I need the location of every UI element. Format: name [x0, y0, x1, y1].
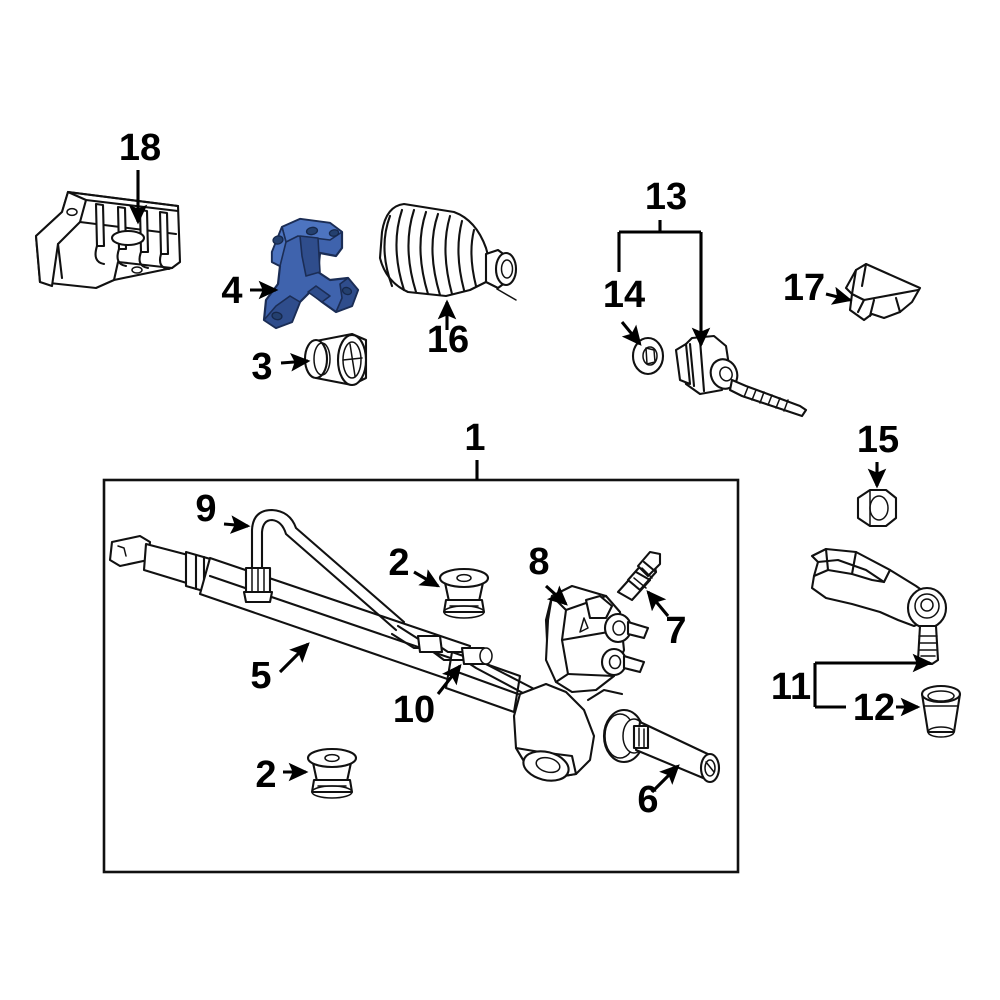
- callout-label-17: 17: [783, 267, 825, 309]
- callout-14[interactable]: 14: [603, 274, 645, 346]
- callout-label-7: 7: [665, 610, 686, 652]
- part-14-tie-rod-washer: [631, 336, 665, 376]
- part-7-pinion-input-shaft: [616, 550, 662, 602]
- callout-13[interactable]: 13: [617, 176, 711, 348]
- callout-12[interactable]: 12: [853, 687, 921, 729]
- callout-label-5: 5: [250, 655, 271, 697]
- part-15-castle-nut: [856, 488, 898, 528]
- callout-label-10: 10: [393, 689, 435, 731]
- callout-10[interactable]: 10: [393, 664, 462, 731]
- callout-1[interactable]: 1: [464, 417, 486, 480]
- callout-6[interactable]: 6: [637, 764, 680, 821]
- part-13-inner-tie-rod: [674, 334, 808, 418]
- callout-label-18: 18: [119, 127, 161, 169]
- part-2-mounting-bushing-upper: [438, 567, 490, 619]
- part-2-mounting-bushing-lower: [306, 747, 358, 799]
- callout-label-6: 6: [637, 779, 658, 821]
- callout-17[interactable]: 17: [783, 267, 853, 309]
- callout-label-14: 14: [603, 274, 645, 316]
- part-12-tie-rod-dust-boot: [920, 684, 962, 738]
- callout-label-4: 4: [221, 270, 242, 312]
- callout-9[interactable]: 9: [195, 488, 251, 534]
- callout-label-12: 12: [853, 687, 895, 729]
- callout-label-8: 8: [528, 541, 549, 583]
- callout-2-lower[interactable]: 2: [255, 754, 309, 796]
- assembly-group-box: [102, 478, 740, 874]
- callout-label-3: 3: [251, 346, 272, 388]
- part-6-rack-end-shaft: [512, 682, 721, 784]
- part-10-hydraulic-return-tube: [390, 624, 542, 702]
- callout-label-15: 15: [857, 419, 899, 461]
- callout-16[interactable]: 16: [427, 299, 469, 361]
- callout-8[interactable]: 8: [528, 541, 568, 606]
- callout-7[interactable]: 7: [646, 590, 687, 652]
- part-4-steering-gear-bracket: [262, 217, 360, 330]
- part-16-bellows-boot: [378, 202, 518, 301]
- part-3-mounting-bushing: [303, 332, 368, 387]
- callout-label-16: 16: [427, 319, 469, 361]
- callout-11[interactable]: 11: [771, 653, 933, 709]
- part-8-control-valve-housing: [544, 584, 650, 694]
- callout-18[interactable]: 18: [119, 127, 161, 225]
- callout-2-upper[interactable]: 2: [388, 542, 441, 588]
- part-9-hydraulic-feed-line: [242, 508, 406, 632]
- part-11-outer-tie-rod-end: [810, 547, 948, 666]
- callout-5[interactable]: 5: [250, 642, 310, 697]
- part-17-boot-clamp: [844, 262, 922, 322]
- callout-label-13: 13: [645, 176, 687, 218]
- callout-15[interactable]: 15: [857, 419, 899, 489]
- callout-label-9: 9: [195, 488, 216, 530]
- callout-3[interactable]: 3: [251, 346, 311, 388]
- callout-label-2-upper: 2: [388, 542, 409, 584]
- callout-label-2-lower: 2: [255, 754, 276, 796]
- callout-4[interactable]: 4: [221, 270, 279, 312]
- callout-label-11: 11: [771, 666, 811, 708]
- callout-label-1: 1: [464, 417, 485, 459]
